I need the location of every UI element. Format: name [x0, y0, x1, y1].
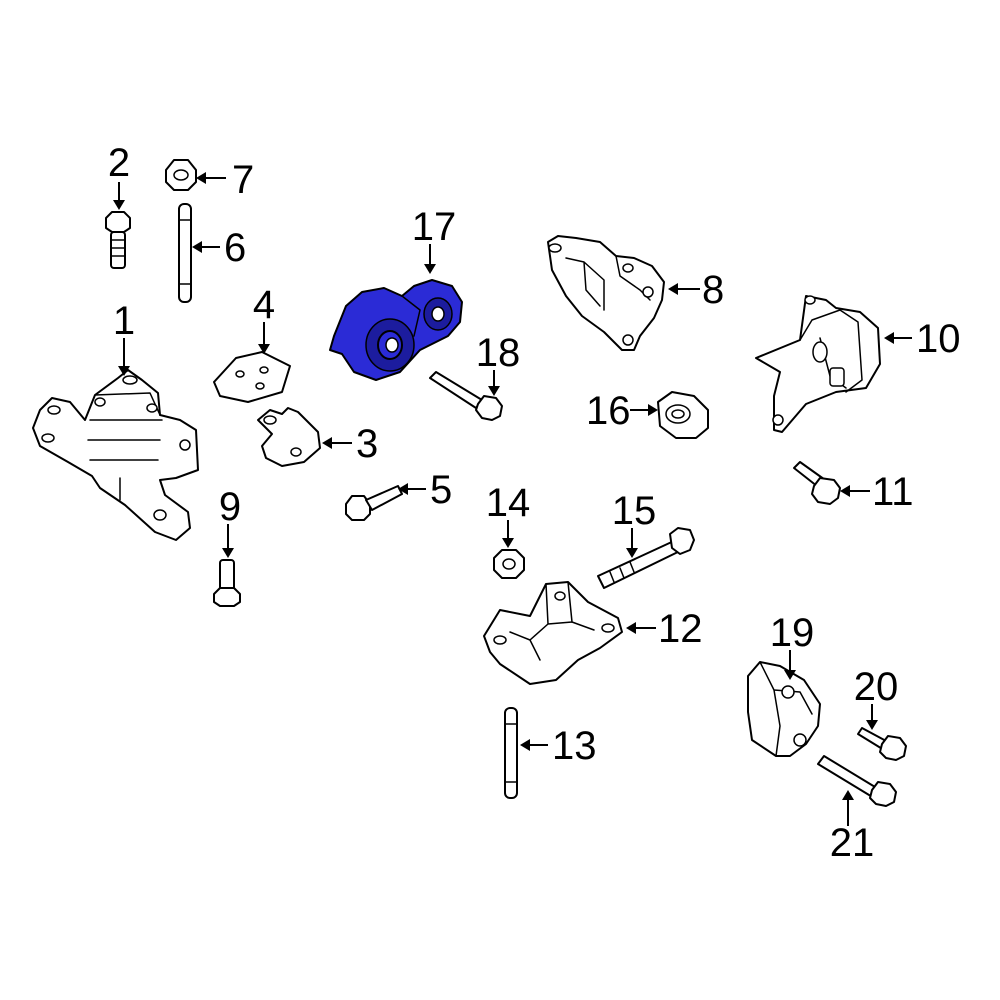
part-21-bolt[interactable] — [817, 755, 897, 807]
part-10-mount[interactable] — [755, 295, 881, 433]
part-7-nut[interactable] — [165, 159, 197, 191]
callout-2[interactable]: 2 — [108, 141, 130, 185]
callout-10[interactable]: 10 — [916, 317, 961, 361]
part-18-bolt[interactable] — [429, 371, 503, 421]
part-1-engine-mount[interactable] — [32, 369, 199, 541]
part-11-bolt[interactable] — [793, 461, 841, 505]
part-2-bolt[interactable] — [105, 211, 131, 269]
callout-9[interactable]: 9 — [219, 485, 241, 529]
part-5-bolt[interactable] — [345, 485, 403, 521]
callout-6[interactable]: 6 — [224, 226, 246, 270]
callout-20[interactable]: 20 — [854, 665, 899, 709]
callout-15[interactable]: 15 — [612, 489, 657, 533]
part-12-bracket[interactable] — [483, 581, 623, 685]
callout-1[interactable]: 1 — [113, 299, 135, 343]
part-8-bracket[interactable] — [547, 235, 665, 351]
part-14-nut[interactable] — [493, 549, 525, 579]
callout-14[interactable]: 14 — [486, 481, 531, 525]
part-4-shim[interactable] — [213, 351, 291, 403]
callout-19[interactable]: 19 — [770, 611, 815, 655]
callout-16[interactable]: 16 — [586, 389, 631, 433]
part-16-bushing[interactable] — [657, 391, 709, 439]
part-6-stud[interactable] — [178, 203, 192, 303]
part-19-bracket[interactable] — [747, 661, 821, 757]
callout-11[interactable]: 11 — [872, 470, 914, 514]
leader-lines — [113, 172, 912, 826]
callout-7[interactable]: 7 — [232, 158, 254, 202]
callout-21[interactable]: 21 — [830, 821, 875, 865]
callout-labels: 1 2 7 6 4 3 5 9 17 18 8 10 16 11 14 15 1… — [108, 141, 961, 865]
callout-8[interactable]: 8 — [702, 268, 724, 312]
part-17-mount-highlighted[interactable] — [329, 279, 463, 381]
callout-12[interactable]: 12 — [658, 607, 703, 651]
callout-13[interactable]: 13 — [552, 724, 597, 768]
callout-5[interactable]: 5 — [430, 468, 452, 512]
part-9-bolt[interactable] — [213, 559, 241, 607]
part-15-bolt[interactable] — [597, 527, 695, 589]
callout-17[interactable]: 17 — [412, 205, 457, 249]
part-20-bolt[interactable] — [857, 727, 907, 761]
callout-4[interactable]: 4 — [253, 283, 275, 327]
callout-3[interactable]: 3 — [356, 422, 378, 466]
part-3-bracket[interactable] — [257, 407, 321, 467]
callout-18[interactable]: 18 — [476, 331, 521, 375]
part-13-stud[interactable] — [504, 707, 518, 799]
